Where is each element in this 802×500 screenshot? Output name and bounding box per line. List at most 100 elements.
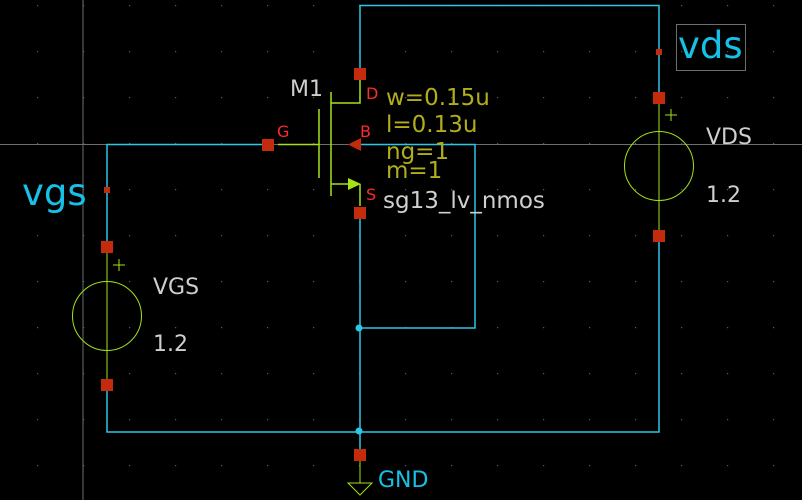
- grid-dot: [405, 97, 407, 99]
- grid-dot: [405, 373, 407, 375]
- vgs-source-symbol[interactable]: [72, 253, 142, 380]
- grid-dot: [83, 189, 85, 191]
- grid-dot: [37, 143, 39, 145]
- grid-dot: [405, 419, 407, 421]
- grid-dot: [175, 235, 177, 237]
- net-label-vgs[interactable]: vgs: [22, 171, 87, 214]
- grid-dot: [543, 189, 545, 191]
- grid-dot: [773, 97, 775, 99]
- grid-dot: [129, 51, 131, 53]
- grid-dot: [175, 465, 177, 467]
- grid-dot: [497, 419, 499, 421]
- grid-dot: [83, 281, 85, 283]
- grid-dot: [543, 327, 545, 329]
- grid-dot: [589, 97, 591, 99]
- grid-dot: [313, 5, 315, 7]
- wire-bulk-to-source[interactable]: [355, 143, 476, 329]
- grid-dot: [267, 97, 269, 99]
- grid-dot: [543, 143, 545, 145]
- pin-gate[interactable]: [262, 139, 274, 151]
- grid-dot: [175, 97, 177, 99]
- grid-dot: [313, 465, 315, 467]
- grid-dot: [727, 235, 729, 237]
- grid-dot: [313, 373, 315, 375]
- grid-dot: [129, 327, 131, 329]
- grid-dot: [727, 373, 729, 375]
- pin-gnd[interactable]: [354, 449, 366, 461]
- grid-dot: [681, 327, 683, 329]
- grid-dot: [589, 281, 591, 283]
- vgs-source-value: 1.2: [153, 332, 188, 357]
- pin-source[interactable]: [354, 207, 366, 219]
- grid-dot: [497, 281, 499, 283]
- grid-dot: [37, 5, 39, 7]
- grid-dot: [313, 235, 315, 237]
- vds-label-selection-box: [676, 24, 746, 71]
- grid-dot: [681, 235, 683, 237]
- grid-dot: [773, 281, 775, 283]
- grid-dot: [543, 373, 545, 375]
- grid-dot: [129, 281, 131, 283]
- grid-dot: [313, 97, 315, 99]
- nmos-symbol[interactable]: [278, 80, 361, 206]
- grid-dot: [129, 465, 131, 467]
- net-label-vds[interactable]: vds: [678, 24, 743, 67]
- grid-dot: [589, 51, 591, 53]
- pin-vds-plus[interactable]: [653, 92, 665, 104]
- grid-dot: [773, 189, 775, 191]
- grid-dot: [727, 465, 729, 467]
- grid-dot: [773, 143, 775, 145]
- grid-dot: [37, 189, 39, 191]
- source-arrow-icon: [348, 178, 361, 190]
- grid-dot: [635, 465, 637, 467]
- grid-dot: [681, 465, 683, 467]
- grid-dot: [37, 281, 39, 283]
- param-ng: ng=1: [386, 139, 450, 165]
- grid-dot: [221, 465, 223, 467]
- grid-dot: [451, 281, 453, 283]
- ground-symbol[interactable]: [346, 460, 374, 496]
- grid-dot: [681, 419, 683, 421]
- grid-dot: [451, 97, 453, 99]
- grid-dot: [221, 327, 223, 329]
- pin-vgs-minus[interactable]: [101, 379, 113, 391]
- pin-label-gate: G: [277, 122, 290, 141]
- grid-dot: [589, 235, 591, 237]
- grid-dot: [267, 373, 269, 375]
- transistor-name: M1: [290, 77, 323, 102]
- grid-dot: [727, 97, 729, 99]
- grid-dot: [589, 189, 591, 191]
- grid-dot: [543, 51, 545, 53]
- grid-dot: [543, 465, 545, 467]
- grid-dot: [267, 235, 269, 237]
- wire-ground-return[interactable]: [106, 236, 660, 433]
- grid-dot: [451, 419, 453, 421]
- grid-dot: [773, 327, 775, 329]
- grid-dot: [497, 235, 499, 237]
- vgs-source-name: VGS: [153, 275, 200, 300]
- grid-dot: [83, 327, 85, 329]
- vds-source-symbol[interactable]: [624, 103, 694, 231]
- grid-dot: [37, 465, 39, 467]
- grid-dot: [589, 465, 591, 467]
- grid-dot: [589, 419, 591, 421]
- grid-dot: [129, 189, 131, 191]
- wire-vgs-to-gate[interactable]: [106, 143, 268, 248]
- label-anchor-vgs: [104, 187, 110, 193]
- pin-drain[interactable]: [354, 68, 366, 80]
- pin-vds-minus[interactable]: [653, 230, 665, 242]
- grid-dot: [727, 143, 729, 145]
- grid-dot: [405, 465, 407, 467]
- grid-dot: [129, 235, 131, 237]
- grid-dot: [451, 465, 453, 467]
- grid-dot: [451, 51, 453, 53]
- grid-dot: [83, 5, 85, 7]
- pin-vgs-plus[interactable]: [101, 241, 113, 253]
- grid-dot: [497, 51, 499, 53]
- grid-dot: [773, 465, 775, 467]
- grid-dot: [129, 5, 131, 7]
- grid-dot: [129, 419, 131, 421]
- grid-dot: [727, 5, 729, 7]
- grid-dot: [635, 51, 637, 53]
